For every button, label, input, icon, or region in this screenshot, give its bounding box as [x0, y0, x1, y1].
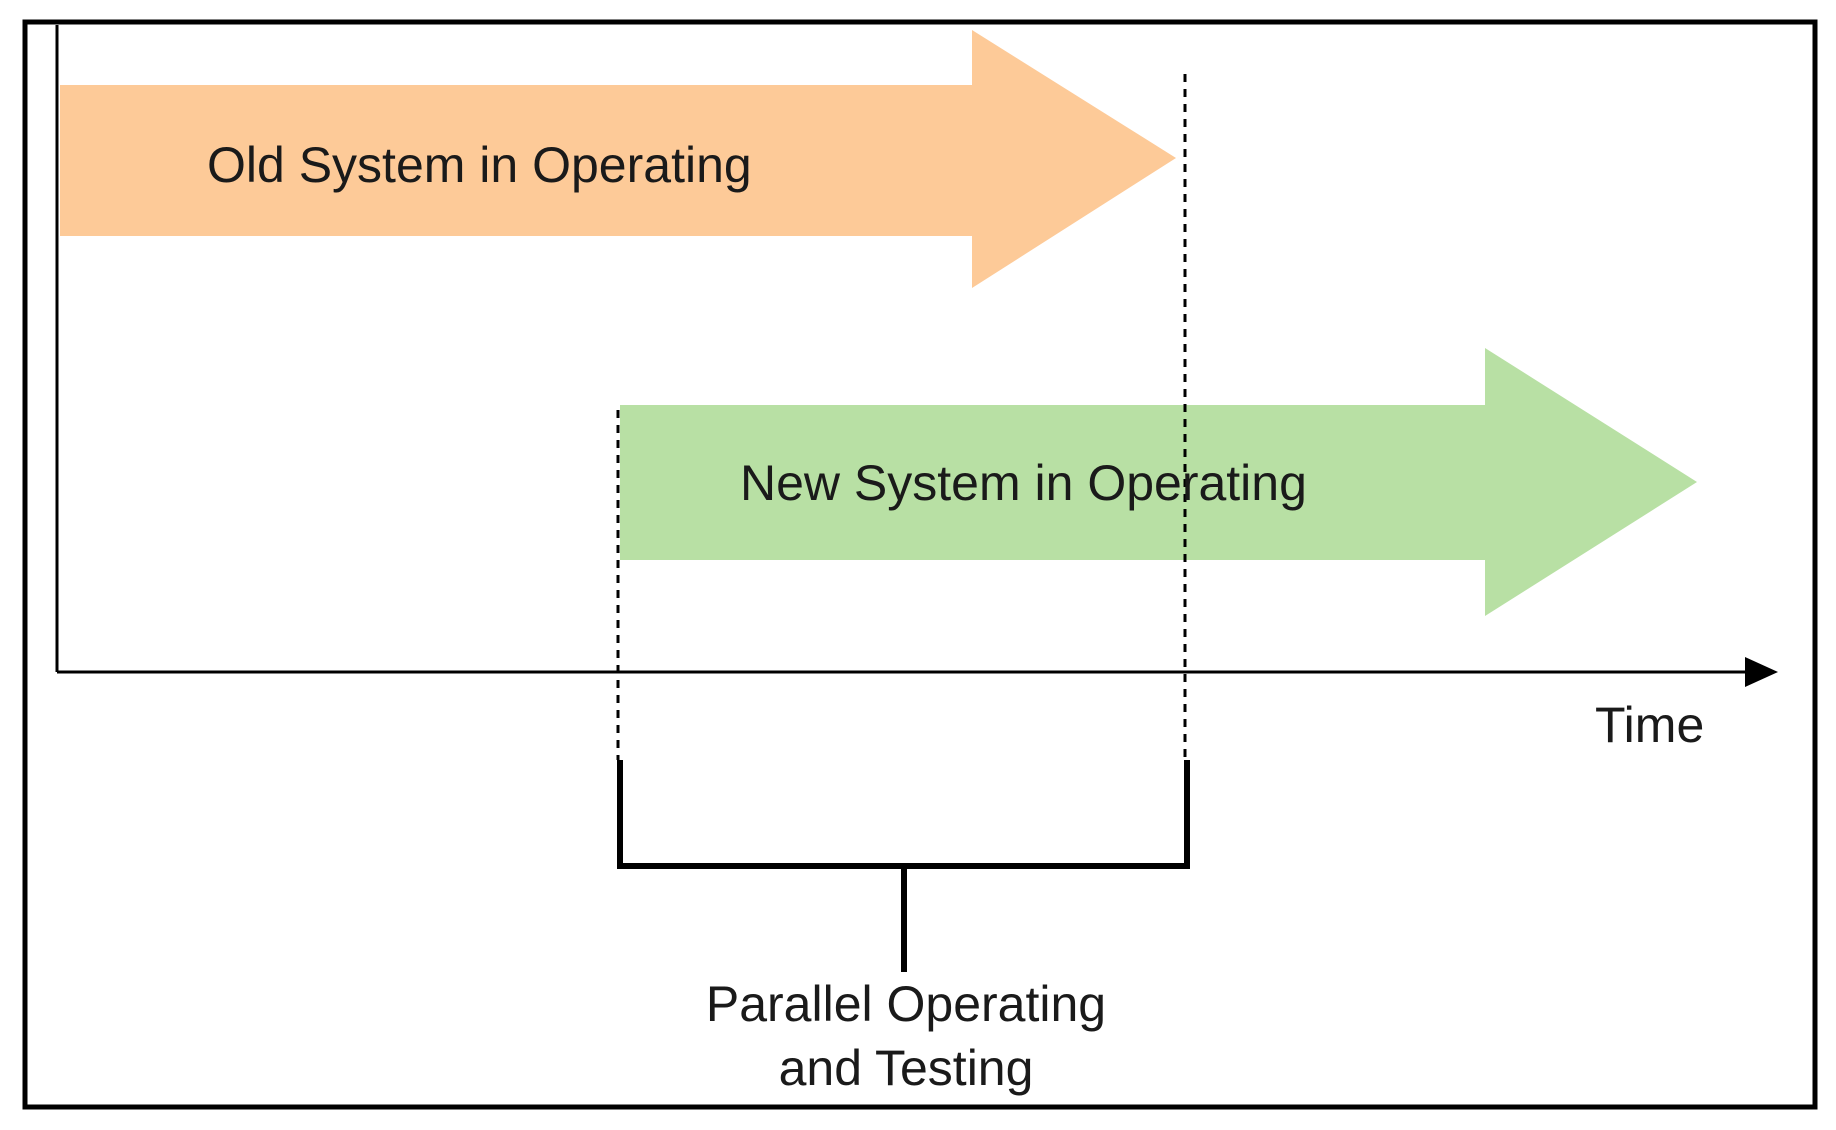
new-system-label: New System in Operating	[740, 455, 1307, 511]
old-system-arrow	[60, 30, 1176, 288]
parallel-label-line1: Parallel Operating	[706, 976, 1106, 1032]
old-system-label: Old System in Operating	[207, 137, 752, 193]
time-axis-arrowhead	[1745, 657, 1778, 687]
time-axis-label: Time	[1595, 697, 1704, 753]
parallel-label-line2: and Testing	[779, 1040, 1034, 1096]
new-system-arrow	[620, 348, 1697, 616]
